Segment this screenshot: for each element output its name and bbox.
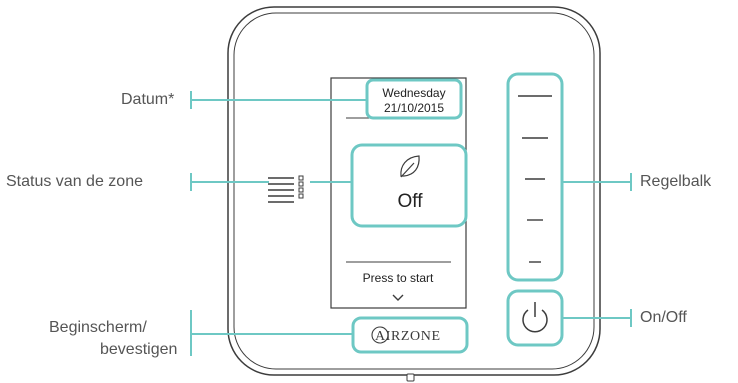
power-icon <box>522 302 548 333</box>
chevron-down-icon <box>392 294 404 301</box>
press-to-start-text: Press to start <box>363 271 434 285</box>
slider-label: Regelbalk <box>640 173 712 190</box>
slider-callout-line <box>562 173 632 191</box>
power-label: On/Off <box>640 309 687 326</box>
zone-status-label: Status van de zone <box>6 173 143 190</box>
date-label: Datum* <box>121 91 175 108</box>
zone-status-text: Off <box>398 191 424 212</box>
date-text: 21/10/2015 <box>384 101 444 115</box>
zone-status-callout-line <box>190 173 269 191</box>
brand-logo: AIRZONE <box>375 329 441 344</box>
leaf-icon <box>400 155 420 178</box>
sensor-nub <box>406 373 415 382</box>
home-label-line-1: Beginscherm/ <box>49 319 147 336</box>
brand-logo-circle <box>371 326 389 344</box>
home-label-line-2: bevestigen <box>100 341 178 358</box>
device-body-inner <box>233 12 595 370</box>
home-callout-line <box>190 310 353 356</box>
day-text: Wednesday <box>382 86 445 100</box>
slider-bar[interactable] <box>506 72 564 282</box>
zone-indicator-icon <box>268 175 304 203</box>
power-callout-line <box>562 309 632 327</box>
zone-status-highlight <box>350 143 468 228</box>
date-callout-line <box>190 91 367 109</box>
